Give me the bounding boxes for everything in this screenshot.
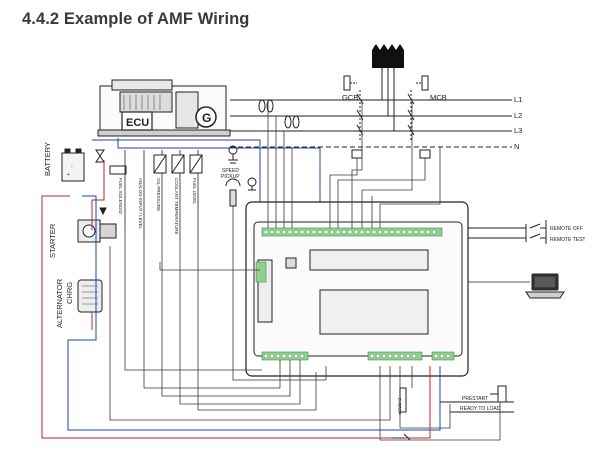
speed-label-1: SPEED	[222, 168, 239, 174]
laptop-icon	[525, 273, 565, 299]
mains-supply-icon	[372, 44, 404, 68]
ready-to-load-label: READY TO LOAD	[460, 406, 501, 412]
top-terminal-screws	[263, 229, 437, 235]
page-title: 4.4.2 Example of AMF Wiring	[22, 10, 250, 28]
oil-pressure-label: OIL PRESSURE	[156, 178, 161, 211]
ground-icon	[247, 177, 257, 191]
relay-outputs	[440, 385, 514, 413]
power-wiring-positive	[41, 160, 431, 439]
ecu-can-wiring	[92, 138, 321, 210]
generator-symbol	[195, 106, 217, 128]
battery-minus: -	[71, 164, 73, 170]
bottom-terminal-screws	[263, 353, 451, 359]
power-wiring-negative	[67, 195, 441, 431]
speed-pickup	[225, 145, 241, 207]
current-transformers	[258, 99, 431, 159]
starter-label: STARTER	[48, 223, 57, 258]
mcb-label: MCB	[430, 93, 447, 102]
fuel-solenoid-label: FUEL SOLENOID	[118, 178, 123, 215]
coolant-temp-label: COOLANT TEMPERATURE	[174, 178, 179, 235]
mcb-breaker	[407, 75, 429, 140]
battery-plus: +	[67, 172, 70, 178]
emergency-stop-switch	[392, 387, 411, 441]
analog-input-label: ANALOG INPUT / LEVEL	[138, 178, 143, 230]
remote-test-label: REMOTE TEST	[550, 237, 585, 243]
starter-motor	[77, 219, 117, 243]
remote-switches	[468, 220, 547, 244]
l3-label: L3	[514, 126, 522, 135]
control-wiring	[109, 100, 501, 441]
estop-label: E-STOP	[397, 398, 402, 415]
battery-fuse	[95, 149, 127, 216]
fuel-level-label: FUEL LEVEL	[192, 178, 197, 205]
ecu-label: ECU	[126, 117, 149, 129]
gcb-label: GCB	[342, 93, 358, 102]
l1-label: L1	[514, 95, 522, 104]
controller-unit	[245, 201, 469, 377]
alternator-label-1: CHRG	[65, 282, 74, 304]
gcb-breaker	[343, 75, 364, 140]
ecu-box	[121, 111, 153, 131]
prestart-label: PRESTART	[462, 396, 488, 402]
l2-label: L2	[514, 111, 522, 120]
sensor-symbols	[153, 154, 203, 174]
remote-off-label: REMOTE OFF	[550, 226, 583, 232]
battery-label: BATTERY	[43, 142, 52, 176]
n-label: N	[514, 142, 519, 151]
side-connector	[255, 261, 267, 283]
battery	[61, 148, 85, 182]
generator-label: G	[202, 111, 211, 125]
charge-alternator	[77, 279, 103, 313]
alternator-label-2: ALTERNATOR	[55, 278, 64, 328]
genset	[97, 79, 231, 137]
speed-label-2: PICKUP	[221, 174, 240, 180]
mains-bus-lines	[230, 68, 512, 148]
